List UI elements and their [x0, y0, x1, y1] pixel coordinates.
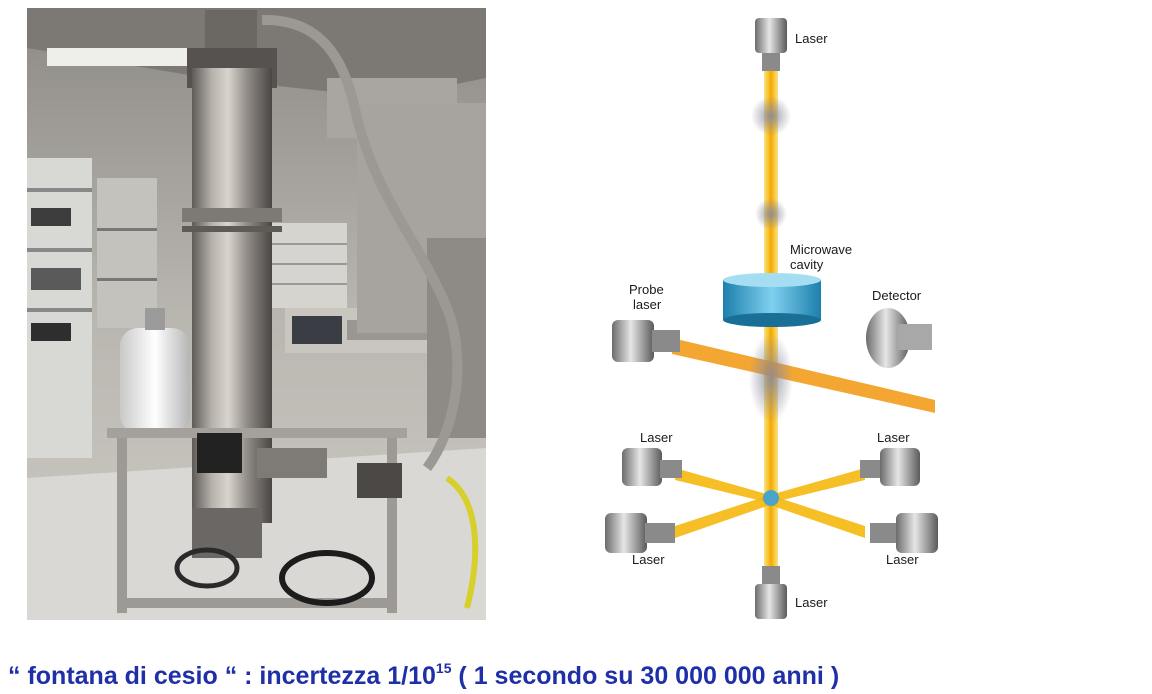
caption-exponent: 15 [435, 660, 452, 676]
atom-cloud-mid [755, 198, 787, 230]
caption: “ fontana di cesio “ : incertezza 1/1015… [8, 650, 1148, 690]
label-laser-top: Laser [795, 31, 828, 46]
label-detector: Detector [872, 288, 922, 303]
label-microwave-line2: cavity [790, 257, 824, 272]
label-laser-bottom: Laser [795, 595, 828, 610]
caption-main: “ fontana di cesio “ : incertezza 1/10 [8, 662, 436, 690]
lab-equipment-icon [27, 158, 157, 458]
label-laser-lower-left: Laser [632, 552, 665, 567]
label-microwave-line1: Microwave [790, 242, 852, 257]
label-probe-line1: Probe [629, 282, 664, 297]
atom-cloud-top [751, 96, 791, 136]
laser-lower-right-icon [870, 513, 938, 553]
atom-trap-center [763, 490, 779, 506]
laser-top-icon [755, 18, 787, 71]
cooling-beams [675, 468, 865, 538]
probe-laser-beam [672, 338, 935, 413]
label-laser-upper-right: Laser [877, 430, 910, 445]
cesium-fountain-cylinder-icon [182, 10, 282, 558]
laser-upper-right-icon [860, 448, 920, 486]
laser-upper-left-icon [622, 448, 682, 486]
laser-bottom-icon [755, 566, 787, 619]
label-laser-upper-left: Laser [640, 430, 673, 445]
fountain-schematic: Laser Microwave cavity Probe laser Detec… [590, 8, 960, 623]
cesium-fountain-photo [27, 8, 486, 620]
dewar-icon [120, 308, 190, 433]
microwave-cavity-icon [723, 273, 821, 327]
laser-lower-left-icon [605, 513, 675, 553]
atom-cloud-falling [749, 333, 793, 423]
label-probe-line2: laser [633, 297, 662, 312]
caption-detail: ( 1 secondo su 30 000 000 anni ) [451, 662, 840, 690]
label-laser-lower-right: Laser [886, 552, 919, 567]
probe-laser-icon [612, 320, 680, 362]
detector-icon [866, 308, 932, 368]
